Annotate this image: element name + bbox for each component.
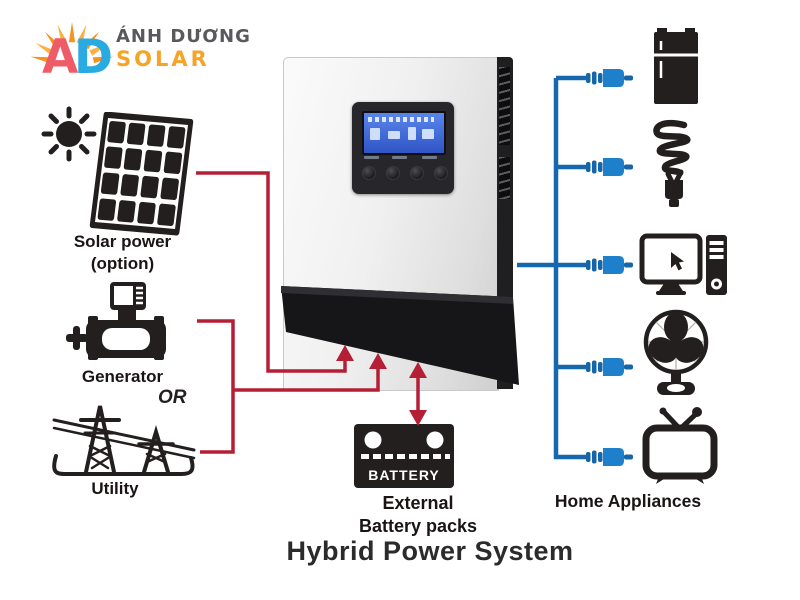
- cfl-bulb-icon: [653, 119, 691, 207]
- television-icon: [642, 407, 718, 484]
- battery-icon-label: BATTERY: [368, 467, 440, 483]
- utility-caption: Utility: [91, 479, 139, 498]
- panel-legend: [422, 156, 437, 159]
- generator-caption: Generator: [81, 367, 164, 386]
- panel-legend: [364, 156, 379, 159]
- sun-icon: [41, 106, 97, 162]
- lcd-glyph: [422, 129, 434, 139]
- panel-button: [386, 166, 400, 180]
- battery-caption-line2: Battery packs: [358, 516, 478, 537]
- utility-towers-icon: [52, 405, 196, 476]
- lcd-pixel-row: [368, 117, 434, 122]
- lcd-glyph: [388, 131, 400, 139]
- vent-slats-icon: [499, 157, 510, 199]
- battery-caption-line1: External: [382, 493, 454, 513]
- solar-panel-icon: [89, 112, 194, 236]
- plug-icon: [586, 256, 633, 274]
- solar-caption-line2: (option): [90, 254, 155, 274]
- sunburst-icon: [30, 22, 114, 64]
- plug-icon: [586, 358, 633, 376]
- load-lines: [517, 75, 586, 460]
- plug-icon: [586, 69, 633, 87]
- battery-icon: BATTERY: [354, 424, 454, 488]
- electric-fan-icon: [643, 309, 709, 395]
- logo-division-name: SOLAR: [116, 47, 210, 71]
- battery-caption: External Battery packs: [338, 492, 498, 539]
- panel-button: [434, 166, 448, 180]
- logo-letter-d: D: [74, 30, 114, 85]
- inverter-side-vent-strip: [497, 57, 513, 389]
- lcd-display: [362, 111, 446, 155]
- refrigerator-icon: [654, 28, 698, 104]
- panel-legend: [392, 156, 407, 159]
- panel-button: [410, 166, 424, 180]
- generator-icon: [66, 282, 166, 360]
- plug-icon: [586, 158, 633, 176]
- inverter-control-panel: [352, 102, 454, 194]
- plug-icon: [586, 448, 633, 466]
- solar-caption-line1: Solar power: [73, 232, 172, 251]
- logo-letter-a: A: [42, 30, 79, 85]
- lcd-glyph: [370, 128, 380, 140]
- lcd-glyph: [408, 127, 416, 140]
- desktop-computer-icon: [639, 233, 727, 295]
- load-trunk-line: [553, 78, 586, 460]
- vent-slats-icon: [499, 67, 510, 145]
- appliances-caption: Home Appliances: [554, 491, 702, 511]
- solar-caption: Solar power (option): [50, 231, 195, 275]
- brand-logo: A D ÁNH DƯƠNG SOLAR: [20, 10, 260, 88]
- panel-button: [362, 166, 376, 180]
- logo-company-name: ÁNH DƯƠNG: [116, 26, 251, 47]
- or-label: OR: [158, 387, 187, 408]
- diagram-title: Hybrid Power System: [286, 536, 574, 566]
